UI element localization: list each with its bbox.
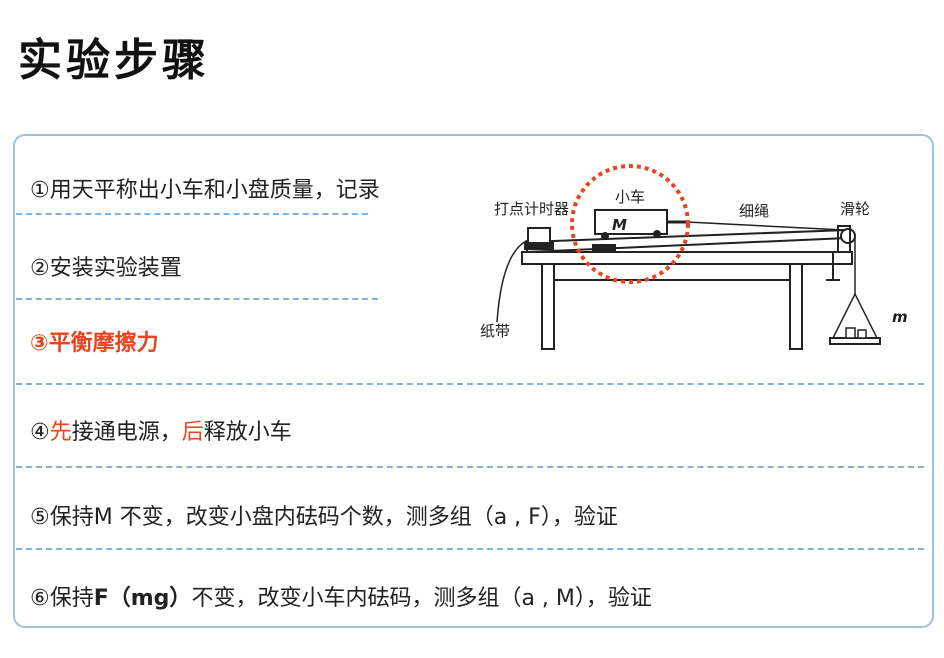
step-4-prefix: ④ (30, 420, 50, 445)
separator (16, 383, 924, 385)
step-4-mid: 接通电源， (71, 420, 182, 445)
step-6-rest: 不变，改变小车内砝码，测多组（a , M），验证 (191, 586, 652, 611)
pulley-wheel (840, 228, 856, 244)
pulley-label: 滑轮 (840, 200, 870, 218)
cart-label: 小车 (615, 188, 645, 206)
cart-mass-label: M (612, 216, 627, 234)
separator (16, 466, 924, 468)
table-top (521, 251, 853, 265)
wedge (592, 244, 616, 252)
pan-string (854, 293, 879, 341)
step-5: ⑤保持M 不变，改变小盘内砝码个数，测多组（a , F），验证 (30, 505, 618, 530)
separator (16, 213, 368, 215)
step-6-bold: F（mg） (93, 586, 192, 611)
hanging-mass-label: m (892, 308, 908, 326)
cart-wheel (653, 230, 661, 238)
pan (829, 337, 881, 345)
pulley-clamp (837, 225, 851, 253)
page-title: 实验步骤 (18, 35, 210, 86)
weight (845, 327, 856, 339)
timer-base (524, 242, 554, 250)
steps-panel (13, 134, 934, 628)
pan-string (831, 293, 856, 341)
timer-label: 打点计时器 (494, 200, 569, 218)
table-leg (789, 263, 803, 350)
step-4-then: 后 (181, 420, 204, 445)
step-6: ⑥保持F（mg）不变，改变小车内砝码，测多组（a , M），验证 (30, 580, 652, 612)
step-4: ④先接通电源，后释放小车 (30, 414, 292, 446)
step-4-rest: 释放小车 (203, 420, 292, 445)
separator (16, 548, 924, 550)
string-label: 细绳 (739, 202, 769, 220)
step-3: ③平衡摩擦力 (30, 331, 159, 356)
step-6-prefix: ⑥保持 (30, 586, 94, 611)
step-2: ②安装实验装置 (30, 256, 182, 281)
step-4-first: 先 (49, 420, 72, 445)
apparatus-diagram: M 打点计时器 小车 细绳 滑轮 纸带 m (480, 164, 908, 350)
cart-wheel (601, 232, 609, 240)
paper-tape (496, 239, 529, 323)
highlight-circle (570, 164, 690, 284)
string (686, 221, 845, 231)
separator (16, 298, 378, 300)
weight (857, 329, 867, 339)
step-1: ①用天平称出小车和小盘质量，记录 (30, 178, 380, 203)
table-leg (541, 263, 555, 350)
tape-label: 纸带 (480, 322, 510, 340)
